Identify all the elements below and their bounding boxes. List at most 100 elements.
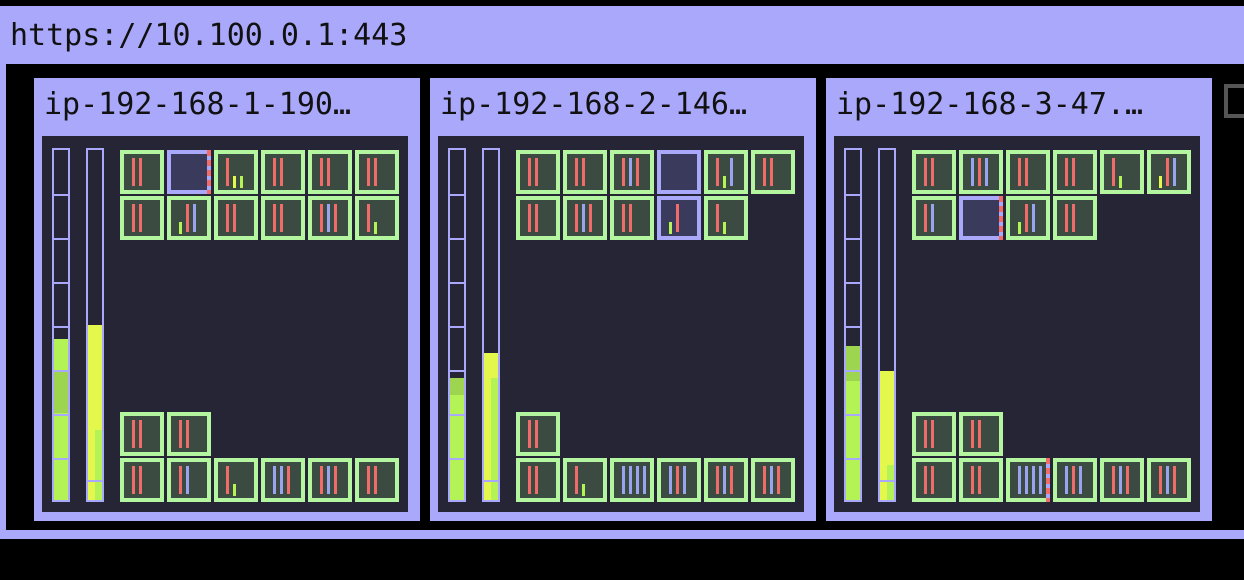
node-panel[interactable]: ip-192-168-3-47.… [826, 78, 1212, 521]
pod[interactable] [1147, 458, 1191, 502]
pod-resource-bar [1112, 158, 1115, 186]
pod[interactable] [167, 150, 211, 194]
memory-gauge[interactable] [482, 148, 500, 502]
pod[interactable] [657, 196, 701, 240]
pod-resource-bar [763, 158, 766, 186]
pod-resource-bar [334, 204, 337, 232]
pod[interactable] [704, 458, 748, 502]
pod-resource-bar [931, 204, 934, 232]
pod[interactable] [355, 150, 399, 194]
pod[interactable] [912, 196, 956, 240]
pod-resource-bar [1159, 466, 1162, 494]
pod-resource-bar [723, 466, 726, 494]
pod[interactable] [563, 458, 607, 502]
pod[interactable] [214, 458, 258, 502]
pod[interactable] [167, 196, 211, 240]
pod[interactable] [261, 458, 305, 502]
pod-resource-bar [643, 466, 646, 494]
pod[interactable] [751, 150, 795, 194]
pod[interactable] [610, 196, 654, 240]
cpu-gauge-tick [54, 238, 68, 240]
cpu-gauge-fill [54, 412, 68, 500]
pod[interactable] [308, 150, 352, 194]
pod-resource-bar [535, 204, 538, 232]
pod[interactable] [120, 412, 164, 456]
pod[interactable] [610, 150, 654, 194]
pod[interactable] [1147, 150, 1191, 194]
pod[interactable] [167, 412, 211, 456]
pod-resource-bar [528, 420, 531, 448]
pod[interactable] [261, 196, 305, 240]
pod[interactable] [516, 150, 560, 194]
pod[interactable] [610, 458, 654, 502]
cpu-gauge-tick [54, 194, 68, 196]
pod-resource-bar [770, 466, 773, 494]
pod[interactable] [959, 412, 1003, 456]
pod-resource-bar [280, 158, 283, 186]
pod[interactable] [1006, 150, 1050, 194]
pod[interactable] [563, 196, 607, 240]
offscreen-node-edge[interactable] [1224, 84, 1244, 118]
pod[interactable] [214, 150, 258, 194]
pod[interactable] [704, 150, 748, 194]
pod-resource-bar [273, 158, 276, 186]
memory-gauge[interactable] [878, 148, 896, 502]
pod[interactable] [120, 196, 164, 240]
node-title: ip-192-168-3-47.… [836, 87, 1144, 122]
pod[interactable] [308, 196, 352, 240]
pod[interactable] [1053, 458, 1097, 502]
pod[interactable] [959, 196, 1003, 240]
cpu-gauge-fill [450, 395, 464, 500]
pod-resource-bar [978, 420, 981, 448]
cpu-gauge-fill [846, 346, 860, 381]
pod[interactable] [516, 412, 560, 456]
pod-resource-bar [334, 466, 337, 494]
pod[interactable] [355, 458, 399, 502]
node-panel[interactable]: ip-192-168-1-190… [34, 78, 420, 521]
node-panel[interactable]: ip-192-168-2-146… [430, 78, 816, 521]
pod[interactable] [167, 458, 211, 502]
pod[interactable] [1006, 196, 1050, 240]
pod[interactable] [214, 196, 258, 240]
pod[interactable] [912, 150, 956, 194]
pod[interactable] [516, 458, 560, 502]
pod-resource-bar [1173, 466, 1176, 494]
cpu-gauge-tick [846, 238, 860, 240]
pod-resource-bar [1119, 466, 1122, 494]
pod[interactable] [1100, 150, 1144, 194]
pod[interactable] [959, 150, 1003, 194]
cpu-gauge-fill [846, 381, 860, 500]
pod[interactable] [261, 150, 305, 194]
pod-resource-bar [924, 466, 927, 494]
cpu-gauge[interactable] [52, 148, 70, 502]
memory-gauge-fill-2 [95, 430, 102, 500]
pod-status-stripe [999, 196, 1003, 240]
memory-gauge[interactable] [86, 148, 104, 502]
pod[interactable] [1053, 196, 1097, 240]
pod[interactable] [912, 412, 956, 456]
pod[interactable] [563, 150, 607, 194]
pod[interactable] [516, 196, 560, 240]
cpu-gauge[interactable] [844, 148, 862, 502]
pod-resource-bar [528, 466, 531, 494]
pod[interactable] [120, 150, 164, 194]
cpu-gauge[interactable] [448, 148, 466, 502]
pod[interactable] [704, 196, 748, 240]
pod[interactable] [912, 458, 956, 502]
pod[interactable] [657, 150, 701, 194]
pod[interactable] [355, 196, 399, 240]
pod-resource-bar [226, 158, 229, 186]
pod[interactable] [1006, 458, 1050, 502]
pod[interactable] [1053, 150, 1097, 194]
pod-resource-bar [575, 466, 578, 494]
pod[interactable] [751, 458, 795, 502]
pod[interactable] [120, 458, 164, 502]
pod-resource-bar [589, 204, 592, 232]
cpu-gauge-tick [450, 282, 464, 284]
pod[interactable] [1100, 458, 1144, 502]
cluster-canvas[interactable]: ip-192-168-1-190…ip-192-168-2-146… ip-192… [6, 64, 1244, 530]
pod[interactable] [308, 458, 352, 502]
pod[interactable] [959, 458, 1003, 502]
pod[interactable] [657, 458, 701, 502]
pod-resource-bar [528, 158, 531, 186]
